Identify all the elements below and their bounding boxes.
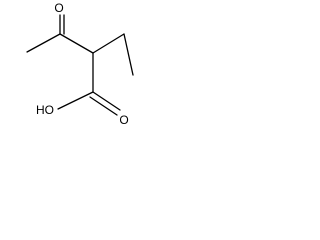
molecule-structure: O HO O [26,1,134,127]
carbonyl-oxygen-label: O [119,113,128,127]
bond-alpha-ethyl [92,33,125,54]
hydroxyl-label: HO [36,103,54,117]
structure-canvas: O HO O [0,0,141,155]
bond-carboxyl-double-1 [92,91,121,111]
bond-carboxyl-hydroxyl [57,91,94,110]
bond-ethyl-methyl [123,33,134,76]
bond-methyl-ketone-carbon [26,33,61,53]
ketone-oxygen-label: O [54,1,63,15]
bond-carboxyl-double-2 [89,96,118,116]
bond-ketone-alpha [59,33,94,54]
